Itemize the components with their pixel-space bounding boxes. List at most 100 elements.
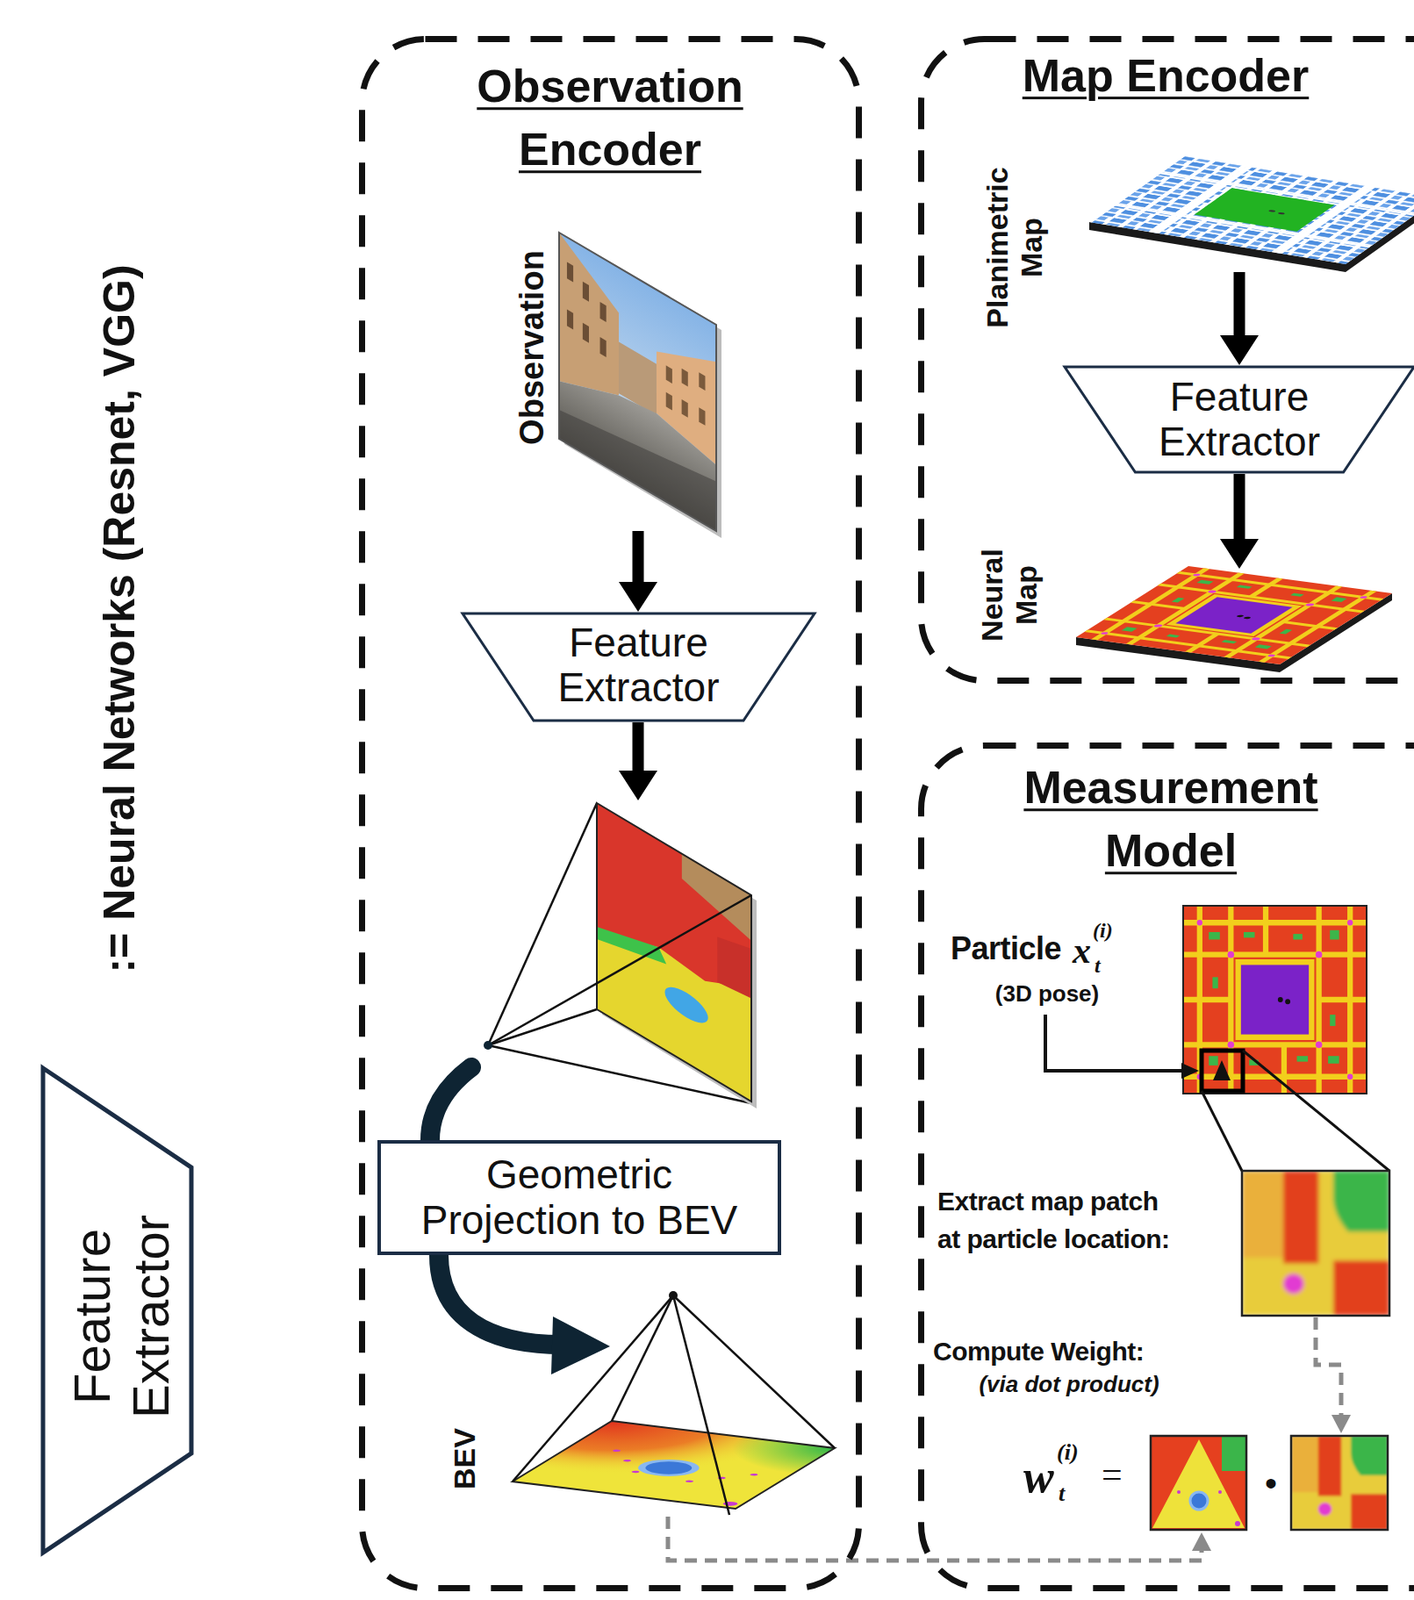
drawing-ellipse <box>664 979 708 1031</box>
drawing-rect <box>512 1421 835 1509</box>
math-superscript: (i) <box>1092 918 1113 944</box>
node-label: Observation <box>512 233 553 462</box>
drawing-rect <box>666 392 673 411</box>
drawing-rect <box>596 803 752 1102</box>
drawing-rect <box>1241 1170 1390 1316</box>
drawing-circle <box>1234 1521 1241 1527</box>
drawing-path <box>559 356 717 532</box>
drawing-circle <box>611 1449 623 1452</box>
annotation: (3D pose) <box>995 980 1099 1008</box>
math-superscript: (i) <box>1056 1438 1079 1466</box>
drawing-line <box>673 1295 730 1515</box>
trapezoid-outline <box>1064 366 1414 473</box>
drawing-line <box>1242 1050 1390 1171</box>
drawing-path <box>681 854 752 941</box>
drawing-polygon <box>1181 1062 1199 1079</box>
node-label: Feature Extractor <box>507 620 771 710</box>
drawing-path <box>430 1067 472 1141</box>
drawing-rect <box>559 232 717 532</box>
drawing-g <box>567 261 607 357</box>
dashed-panel-outline <box>362 39 860 1589</box>
annotation: Extract map patch at particle location: <box>937 1182 1182 1258</box>
drawing-rect <box>600 301 607 323</box>
math-symbol: x <box>1072 928 1092 973</box>
trapezoid-outline <box>43 1068 192 1553</box>
flow-arrow <box>1220 473 1259 569</box>
annotation: Compute Weight: <box>933 1335 1144 1368</box>
drawing-rect <box>596 803 752 1102</box>
drawing-circle <box>622 1459 633 1463</box>
dashed-panel-outline <box>921 39 1414 682</box>
map-patch <box>1241 1170 1390 1316</box>
drawing-path <box>717 928 752 1003</box>
drawing-path <box>1045 1014 1184 1071</box>
drawing-line <box>611 1295 674 1422</box>
planimetric-map <box>1089 155 1414 273</box>
drawing-circle <box>748 1473 760 1477</box>
node-label: Geometric Projection to BEV <box>394 1151 764 1245</box>
box-outline <box>379 1141 780 1254</box>
node-outline <box>358 35 862 1592</box>
drawing-rect <box>567 261 574 282</box>
leader-line <box>1045 1014 1390 1171</box>
drawing-polygon <box>1213 1060 1231 1081</box>
image-panel: Neural Map <box>974 568 1405 675</box>
drawing-use <box>1089 155 1414 265</box>
definition-note: := Neural Networks (Resnet, VGG) <box>93 264 146 973</box>
drawing-path <box>667 1516 1202 1561</box>
trapezoid-outline <box>462 613 815 721</box>
drawing-circle <box>1177 1490 1181 1494</box>
annotation: (via dot product) <box>978 1370 1159 1399</box>
node-label: Observation Encoder <box>425 55 795 182</box>
flow-arrow <box>618 531 658 612</box>
drawing-use <box>1183 905 1367 1094</box>
module-panel: Measurement Model <box>918 742 1414 1592</box>
particle-map <box>1183 905 1367 1094</box>
drawing-rect <box>512 1421 835 1509</box>
drawing-circle <box>630 1470 641 1473</box>
drawing-circle <box>684 1479 696 1483</box>
drawing-use <box>1076 566 1393 665</box>
drawing-g <box>1177 1490 1241 1527</box>
drawing-circle <box>483 1040 493 1050</box>
math-subscript: t <box>1094 953 1101 979</box>
flow-arrow <box>1220 272 1259 366</box>
drawing-rect <box>1150 1435 1247 1530</box>
drawing-circle <box>720 1500 740 1507</box>
bev-pyramid <box>512 1291 835 1515</box>
drawing-path <box>559 389 717 532</box>
drawing-rect <box>1150 1435 1247 1530</box>
annotation: Particle <box>950 929 1062 968</box>
drawing-g <box>556 1449 792 1507</box>
drawing-rect <box>512 1421 835 1509</box>
node-label: Neural Map <box>975 538 1044 653</box>
drawing-g <box>488 803 752 1104</box>
flow-arrow <box>618 722 658 801</box>
drawing-g <box>512 1295 835 1515</box>
math-operator: = <box>1101 1452 1123 1497</box>
neural-map <box>1076 566 1393 673</box>
drawing-line <box>673 1295 835 1449</box>
drawing-path <box>596 910 667 981</box>
drawing-line <box>488 895 752 1046</box>
drawing-line <box>488 803 597 1046</box>
node-label: BEV <box>446 1428 483 1490</box>
drawing-polygon <box>1331 1414 1351 1434</box>
extractor-block: Feature Extractor <box>1062 365 1414 474</box>
drawing-circle <box>668 1291 678 1300</box>
drawing-rect <box>1291 1435 1388 1530</box>
drawing-use <box>1291 1435 1388 1530</box>
drawing-rect <box>666 365 673 384</box>
drawing-circle <box>716 1476 727 1479</box>
drawing-rect <box>698 407 705 426</box>
drawing-use <box>1241 1170 1390 1316</box>
drawing-polygon <box>1152 1439 1245 1529</box>
drawing-circle <box>1218 1490 1222 1494</box>
node-label: Planimetric Map <box>980 153 1049 343</box>
dashed-panel-outline <box>921 746 1414 1589</box>
drawing-rect <box>681 399 689 418</box>
drawing-circle <box>1190 1492 1208 1510</box>
module-panel: Map EncoderPlanimetric MapFeature Extrac… <box>918 35 1414 684</box>
drawing-rect <box>698 372 705 391</box>
